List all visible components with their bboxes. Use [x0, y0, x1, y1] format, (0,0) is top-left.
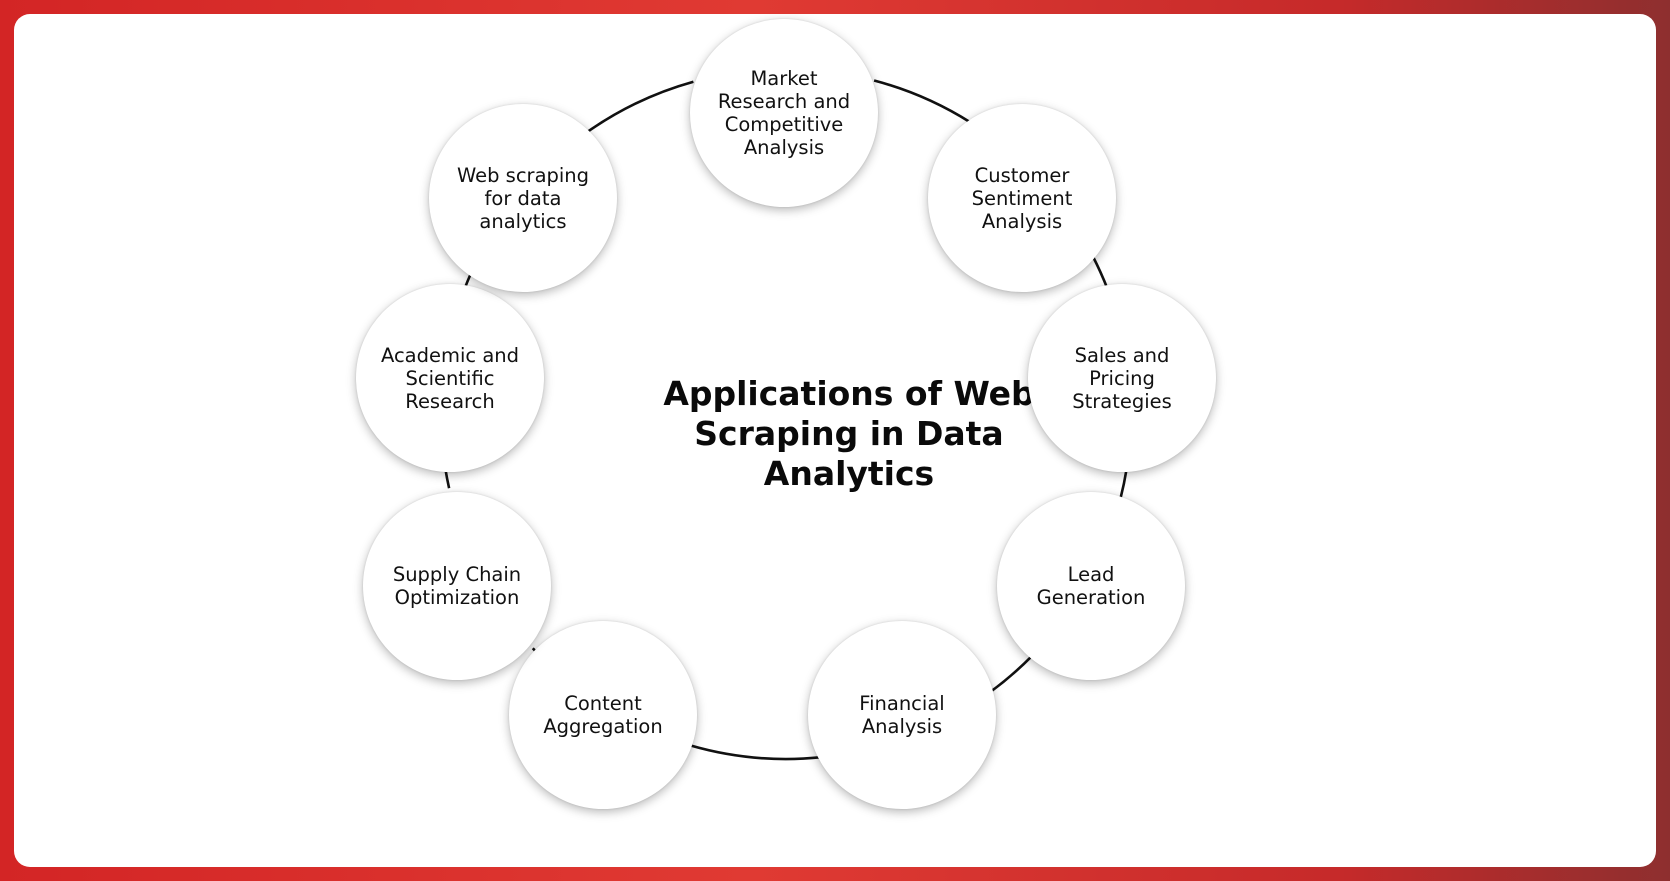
node-label: Sales and Pricing Strategies — [1072, 343, 1172, 413]
ring-connector — [585, 80, 694, 134]
node-label: Academic and Scientific Research — [380, 343, 520, 413]
node-supply-chain: Supply Chain Optimization — [363, 492, 551, 680]
node-label: Supply Chain Optimization — [392, 563, 522, 609]
node-label: Web scraping for data analytics — [456, 163, 590, 233]
node-academic-research: Academic and Scientific Research — [356, 284, 544, 472]
diagram-title: Applications of Web Scraping in Data Ana… — [663, 374, 1035, 493]
node-label: Financial Analysis — [859, 692, 945, 738]
node-label: Market Research and Competitive Analysis — [717, 67, 851, 159]
node-web-scraping-analytics: Web scraping for data analytics — [429, 104, 617, 292]
ring-connector — [689, 744, 822, 761]
node-financial-analysis: Financial Analysis — [808, 621, 996, 809]
diagram-card: Applications of Web Scraping in Data Ana… — [14, 14, 1656, 867]
node-sales-pricing: Sales and Pricing Strategies — [1028, 284, 1216, 472]
ring-connector — [1119, 468, 1128, 500]
ring-connector — [989, 655, 1033, 694]
node-customer-sentiment: Customer Sentiment Analysis — [928, 104, 1116, 292]
ring-connector — [1091, 255, 1109, 290]
node-label: Content Aggregation — [543, 692, 663, 738]
node-lead-generation: Lead Generation — [997, 492, 1185, 680]
node-label: Customer Sentiment Analysis — [971, 163, 1073, 233]
node-label: Lead Generation — [1036, 563, 1146, 609]
node-market-research: Market Research and Competitive Analysis — [690, 19, 878, 207]
ring-connector — [873, 79, 972, 124]
node-content-aggregation: Content Aggregation — [509, 621, 697, 809]
